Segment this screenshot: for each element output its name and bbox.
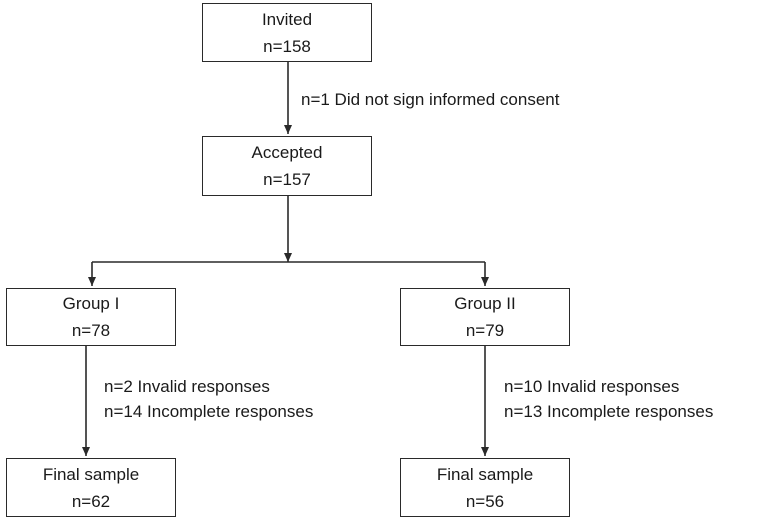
invited-label: Invited [261,9,313,29]
group2-box: Group II n=79 [400,288,570,346]
consent-exclusion-note: n=1 Did not sign informed consent [301,87,559,112]
final2-count: n=56 [465,491,505,511]
final1-label: Final sample [42,464,140,484]
group1-incomplete-text: n=14 Incomplete responses [104,402,314,421]
invited-box: Invited n=158 [202,3,372,62]
group2-label: Group II [454,294,516,313]
final-sample-group2-box: Final sample n=56 [400,458,570,517]
accepted-count: n=157 [263,170,311,189]
consent-exclusion-text: n=1 Did not sign informed consent [301,90,560,109]
group2-invalid-text: n=10 Invalid responses [504,377,680,396]
group1-invalid-text: n=2 Invalid responses [104,377,270,396]
group1-exclusion-note: n=2 Invalid responses n=14 Incomplete re… [104,374,313,424]
accepted-box: Accepted n=157 [202,136,372,196]
group1-box: Group I n=78 [6,288,176,346]
group1-count: n=78 [71,321,111,340]
invited-count: n=158 [263,36,311,56]
group1-label: Group I [62,294,120,313]
group2-exclusion-note: n=10 Invalid responses n=13 Incomplete r… [504,374,713,424]
final1-count: n=62 [71,491,111,511]
final-sample-group1-box: Final sample n=62 [6,458,176,517]
group2-count: n=79 [465,321,505,340]
accepted-label: Accepted [251,143,323,162]
group2-incomplete-text: n=13 Incomplete responses [504,402,714,421]
final2-label: Final sample [436,464,534,484]
